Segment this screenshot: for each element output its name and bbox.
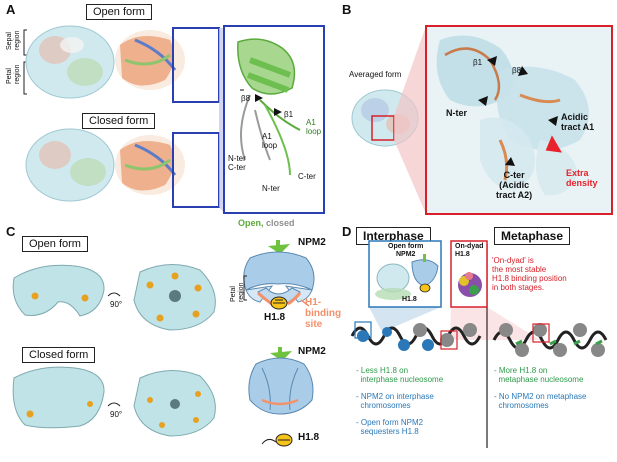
- panel-c-letter: C: [6, 224, 16, 239]
- legend-closed: closed: [266, 218, 295, 228]
- h18-label-closed: H1.8: [298, 432, 320, 443]
- a1-loop-right-label: A1 loop: [306, 118, 322, 136]
- beta-sheet-zoom: [237, 38, 301, 176]
- closed-form-surface-side: [12, 366, 105, 429]
- closed-form-structure-1: [25, 128, 115, 202]
- open-form-structure-1: [25, 25, 115, 99]
- cter-label-b: C-ter (Acidic tract A2): [496, 170, 533, 200]
- closed-form-label-c: Closed form: [22, 347, 96, 363]
- npm2-open-cartoon: [243, 240, 315, 310]
- beta8-label-b: β8: [512, 66, 522, 75]
- nter-label-b: N-ter: [446, 108, 468, 118]
- beta1-label-b: β1: [473, 58, 483, 67]
- npm2-label-open: NPM2: [298, 237, 326, 248]
- panel-a-letter: A: [6, 2, 16, 17]
- metaphase-point-2: - No NPM2 on metaphase chromosomes: [494, 392, 587, 410]
- beta8-arrow: [255, 94, 263, 102]
- legend-open: Open: [238, 218, 262, 228]
- beta1-arrow: [274, 108, 282, 116]
- nter-label-a: N-ter: [262, 184, 280, 193]
- panel-b-letter: B: [342, 2, 352, 17]
- cter-label-a: C-ter: [298, 172, 316, 181]
- open-form-label-c: Open form: [22, 236, 88, 252]
- ondyad-label: On-dyad H1.8: [455, 243, 484, 258]
- inset-h18-label: H1.8: [402, 296, 417, 303]
- closed-form-structure-2: [115, 135, 185, 195]
- open-form-structure-2: [115, 30, 185, 90]
- legend-comma: ,: [261, 218, 267, 228]
- beta1-label-a: β1: [284, 110, 294, 119]
- open-form-surface-side: [12, 264, 105, 317]
- rotation-label-open: 90°: [110, 300, 123, 309]
- open-closed-legend: Open, closed: [238, 218, 295, 228]
- metaphase-title: Metaphase: [494, 227, 571, 245]
- inset-open-form-label: Open form NPM2: [388, 243, 424, 258]
- open-form-surface-top: [133, 264, 216, 331]
- rotation-label-closed: 90°: [110, 410, 123, 419]
- npm2-closed-cartoon: [248, 347, 314, 447]
- npm2-label-closed: NPM2: [298, 346, 326, 357]
- beta8-label-a: β8: [241, 94, 251, 103]
- metaphase-point-1: - More H1.8 on metaphase nucleosome: [494, 366, 584, 384]
- extra-density-label: Extra density: [566, 168, 598, 188]
- panel-d-letter: D: [342, 224, 352, 239]
- acidic-a1-label: Acidic tract A1: [561, 112, 595, 132]
- closed-form-label-a: Closed form: [82, 113, 156, 129]
- h1-binding-site-label: H1- binding site: [305, 297, 342, 330]
- a1-loop-center-label: A1 loop: [262, 132, 278, 150]
- interphase-point-3: - Open form NPM2 sequesters H1.8: [356, 418, 424, 436]
- closed-form-surface-top: [133, 370, 216, 437]
- nter-cter-label: N-ter C-ter: [228, 154, 246, 172]
- averaged-form-label: Averaged form: [349, 70, 402, 79]
- open-form-label-a: Open form: [86, 4, 152, 20]
- extra-density-arrow: [545, 135, 562, 153]
- h18-label-open: H1.8: [264, 312, 286, 323]
- interphase-point-2: - NPM2 on interphase chromosomes: [356, 392, 434, 410]
- interphase-point-1: - Less H1.8 on interphase nucleosome: [356, 366, 444, 384]
- ondyad-note: 'On-dyad' is the most stable H1.8 bindin…: [492, 256, 567, 292]
